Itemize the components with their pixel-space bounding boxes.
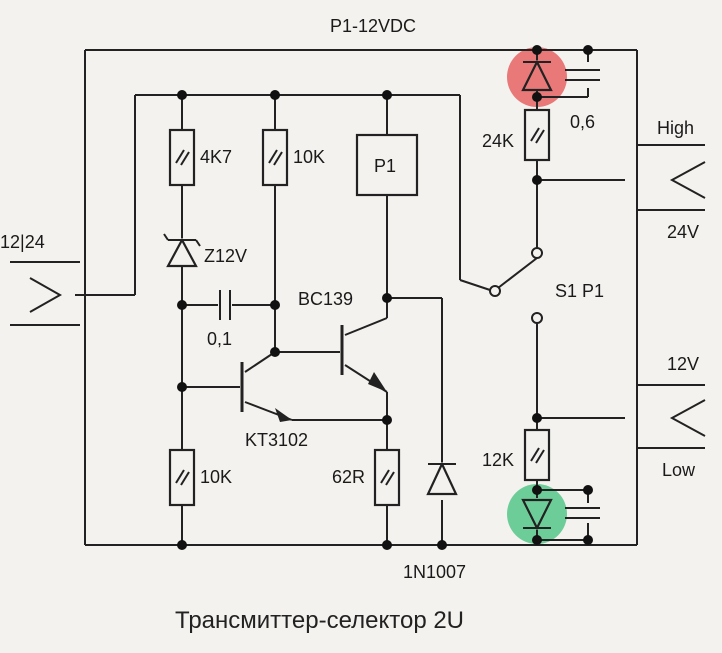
low-connector-symbol [669,399,706,437]
zener-label: Z12V [204,246,247,266]
diode-1n1007-label: 1N1007 [403,562,466,582]
transistor-kt3102 [240,362,292,422]
r-10k-bottom-label: 10K [200,467,232,487]
bc139-label: BC139 [298,289,353,309]
high-connector-symbol [669,161,706,199]
cap-01-label: 0,1 [207,329,232,349]
r-10k-top-label: 10K [293,147,325,167]
cap-06-label: 0,6 [570,112,595,132]
v24-label: 24V [667,222,699,242]
zener-diode [163,233,201,268]
led-low [521,498,553,531]
low-label: Low [662,460,696,480]
red-led-highlight [507,47,567,107]
v12-label: 12V [667,354,699,374]
relay-p1-label: P1 [374,156,396,176]
r-24k-label: 24K [482,131,514,151]
r-12k-label: 12K [482,450,514,470]
input-connector-label: 12|24 [0,232,45,252]
input-connector-symbol [29,277,63,313]
diagram-title: P1-12VDC [330,16,416,36]
capacitor-0-1 [219,290,231,320]
transistor-bc139 [340,325,387,392]
r-4k7-label: 4K7 [200,147,232,167]
switch-contact-common [489,285,501,297]
resistor-62r [373,448,401,507]
relay-p1-box [355,133,419,197]
wires [10,49,705,546]
resistor-4k7 [168,128,196,187]
resistor-12k [523,428,551,482]
switch-s1-p1-label: S1 P1 [555,281,604,301]
kt3102-label: KT3102 [245,430,308,450]
switch-contact-top [531,247,543,259]
resistor-24k [523,108,551,162]
high-label: High [657,118,694,138]
r-62r-label: 62R [332,467,365,487]
resistor-10k-bottom [168,448,196,507]
junction-dots [177,45,593,550]
diagram-caption: Трансмиттер-селектор 2U [175,607,464,634]
switch-contact-bottom [531,312,543,324]
resistor-10k-top [261,128,289,187]
diode-1n1007 [426,461,458,496]
